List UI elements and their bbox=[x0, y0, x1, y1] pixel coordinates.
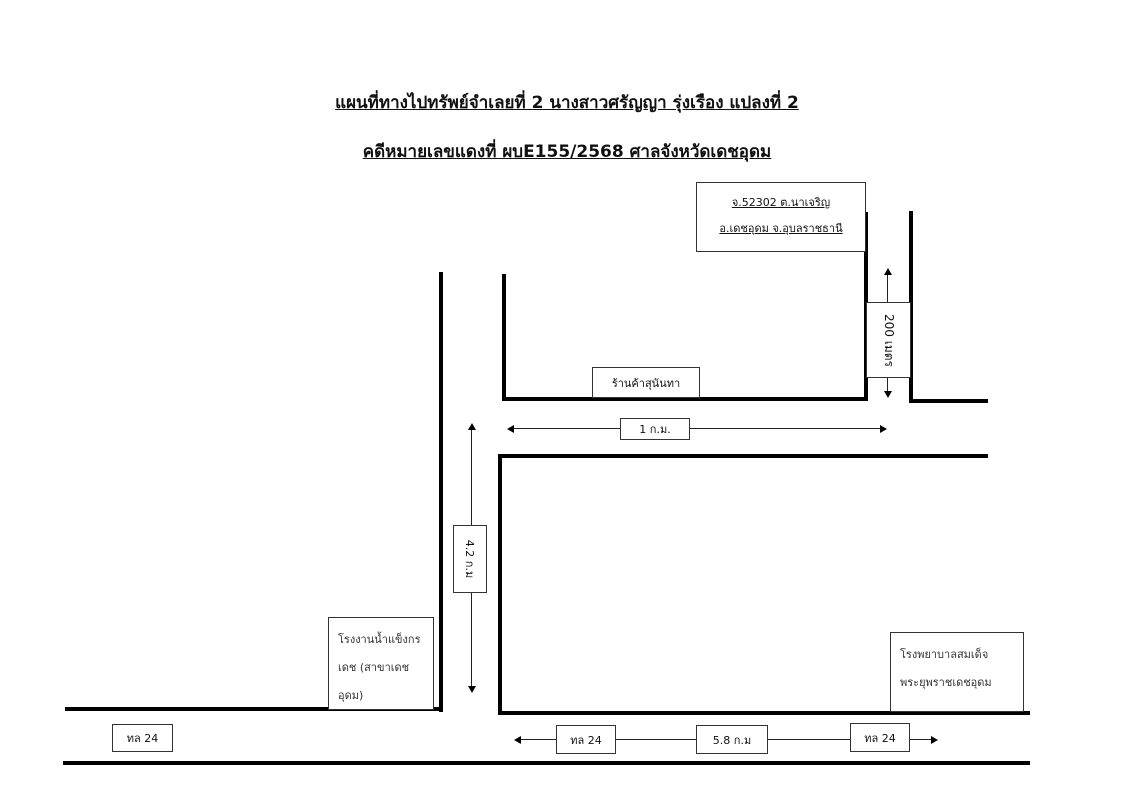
hospital-label: โรงพยาบาลสมเด็จ พระยุพราชเดชอุดม bbox=[890, 632, 1024, 712]
address-line2: อ.เดชอุดม จ.อุบลราชธานี bbox=[719, 222, 843, 235]
distance-4-2km-text: 4.2 ก.ม bbox=[463, 539, 476, 579]
arrowhead-left-icon bbox=[507, 425, 514, 433]
ice-factory-label: โรงงานน้ำแข็งกร เดช (สาขาเดช อุดม) bbox=[328, 617, 434, 710]
road-highway-left-top bbox=[65, 707, 443, 711]
distance-1km-label: 1 ก.ม. bbox=[620, 418, 690, 440]
soi-right-edge bbox=[909, 211, 913, 402]
road-upper-bottom-edge bbox=[502, 397, 868, 401]
highway-24-label-mid: ทล 24 bbox=[556, 725, 616, 754]
arrowhead-up-icon bbox=[884, 268, 892, 275]
arrowhead-left-icon bbox=[514, 736, 521, 744]
distance-200m-text: 200 เมตร bbox=[882, 313, 896, 367]
arrowhead-up-icon bbox=[468, 423, 476, 430]
arrowhead-down-icon bbox=[468, 686, 476, 693]
address-label: จ.52302 ต.นาเจริญ อ.เดชอุดม จ.อุบลราชธาน… bbox=[696, 182, 866, 252]
shop-label: ร้านค้าสุนันทา bbox=[592, 367, 700, 398]
hospital-line2: พระยุพราชเดชอุดม bbox=[900, 676, 992, 689]
arrow-200m-down bbox=[887, 378, 888, 392]
arrow-200m-up bbox=[887, 274, 888, 302]
distance-4-2km-label: 4.2 ก.ม bbox=[453, 525, 487, 593]
ice-factory-line3: อุดม) bbox=[338, 689, 364, 702]
road-upper-left-edge bbox=[502, 274, 506, 401]
road-lower-left-edge bbox=[498, 454, 502, 714]
arrowhead-right-icon bbox=[880, 425, 887, 433]
address-line1: จ.52302 ต.นาเจริญ bbox=[731, 196, 831, 209]
road-highway-right-top bbox=[498, 711, 1030, 715]
ice-factory-line1: โรงงานน้ำแข็งกร bbox=[338, 633, 421, 646]
hospital-line1: โรงพยาบาลสมเด็จ bbox=[900, 648, 989, 661]
road-upper-right-edge bbox=[909, 399, 988, 403]
road-lower-top-edge bbox=[498, 454, 988, 458]
highway-24-label-left: ทล 24 bbox=[112, 724, 173, 752]
distance-5-8km-label: 5.8 ก.ม bbox=[696, 725, 768, 754]
arrowhead-down-icon bbox=[884, 391, 892, 398]
case-subtitle: คดีหมายเลขแดงที่ ผบE155/2568 ศาลจังหวัดเ… bbox=[362, 142, 772, 162]
arrowhead-right-icon bbox=[931, 736, 938, 744]
distance-200m-label: 200 เมตร bbox=[866, 302, 911, 378]
road-left-vertical bbox=[439, 272, 443, 712]
map-title: แผนที่ทางไปทรัพย์จำเลยที่ 2 นางสาวศรัญญา… bbox=[335, 93, 799, 113]
road-highway-bottom bbox=[63, 761, 1030, 765]
ice-factory-line2: เดช (สาขาเดช bbox=[338, 661, 410, 674]
arrow-1km bbox=[512, 428, 882, 429]
highway-24-label-right: ทล 24 bbox=[850, 723, 910, 752]
